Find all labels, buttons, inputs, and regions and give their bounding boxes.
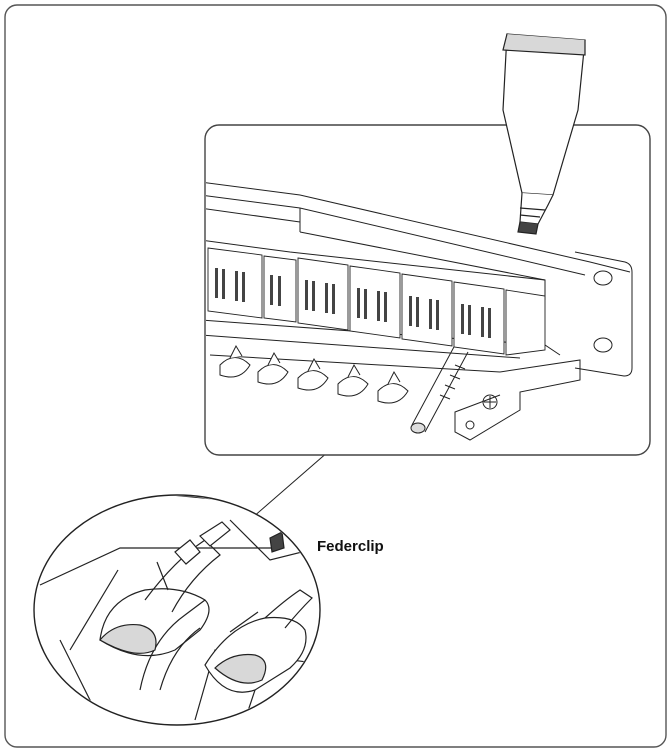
detail-inset — [204, 124, 651, 456]
punch-down-tool — [502, 33, 586, 235]
magnified-detail — [33, 494, 321, 726]
outer-frame — [4, 4, 667, 748]
federclip-callout-label: Federclip — [317, 538, 384, 555]
